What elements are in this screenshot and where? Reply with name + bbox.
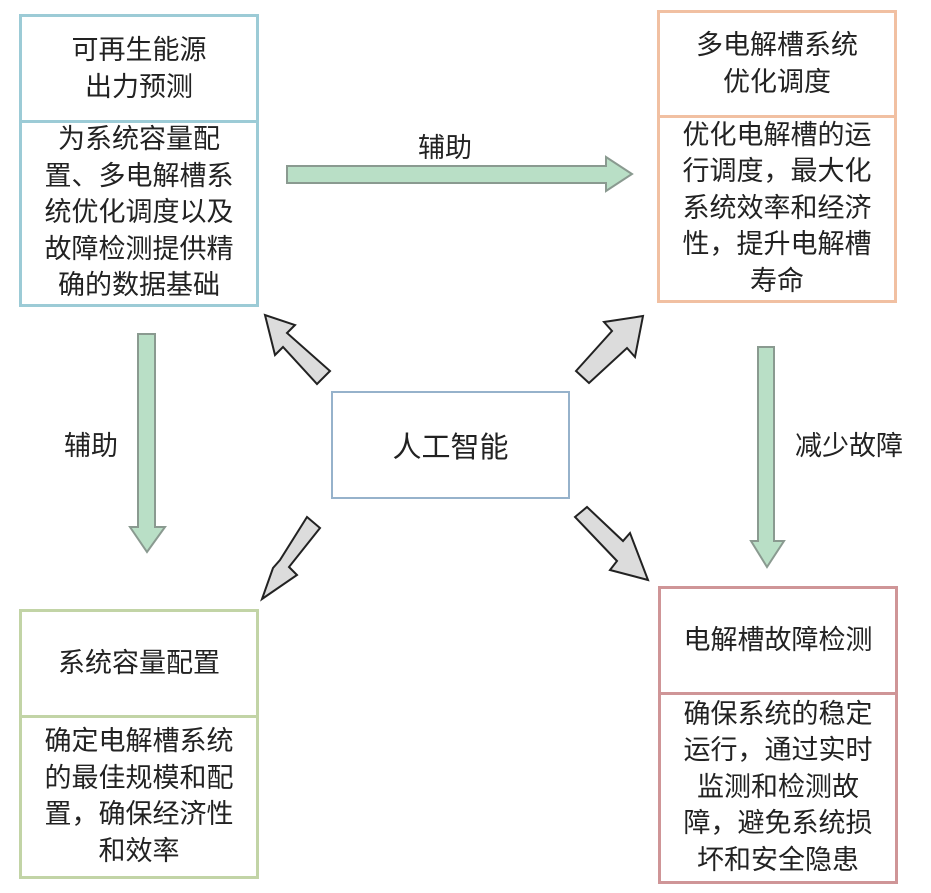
desc-line: 置、多电解槽系 [44, 160, 234, 192]
desc-line: 坏和安全隐患 [697, 844, 859, 876]
desc-line: 统优化调度以及 [44, 197, 234, 229]
node-description: 优化电解槽的运 行调度，最大化 系统效率和经济 性，提升电解槽 寿命 [660, 118, 894, 300]
desc-line: 寿命 [750, 265, 804, 297]
node-description: 确保系统的稳定 运行，通过实时 监测和检测故 障，避免系统损 坏和安全隐患 [661, 695, 895, 881]
arrow-ai-to-fault [573, 505, 650, 582]
node-title: 系统容量配置 [22, 612, 256, 718]
title-line: 优化调度 [723, 67, 831, 98]
node-description: 为系统容量配 置、多电解槽系 统优化调度以及 故障检测提供精 确的数据基础 [22, 123, 256, 304]
arrow-forecast-to-scheduling [286, 155, 634, 193]
desc-line: 置，确保经济性 [44, 799, 234, 830]
title-line: 多电解槽系统 [696, 30, 858, 61]
desc-line: 和效率 [98, 835, 180, 867]
desc-line: 的最佳规模和配 [44, 762, 234, 794]
node-description: 确定电解槽系统 的最佳规模和配 置，确保经济性 和效率 [22, 718, 256, 876]
node-title: 电解槽故障检测 [661, 589, 895, 695]
title-line: 系统容量配置 [58, 648, 220, 679]
node-artificial-intelligence: 人工智能 [331, 391, 570, 499]
node-title: 可再生能源 出力预测 [22, 17, 256, 123]
title-line: 出力预测 [85, 71, 193, 103]
arrow-ai-to-forecast [263, 313, 332, 386]
edge-label-forecast-to-scheduling: 辅助 [418, 133, 472, 164]
desc-line: 行调度，最大化 [682, 156, 872, 188]
center-label: 人工智能 [392, 430, 509, 464]
edge-label-forecast-to-capacity: 辅助 [64, 431, 118, 462]
desc-line: 故障检测提供精 [44, 233, 234, 265]
edge-label-scheduling-to-fault: 减少故障 [795, 431, 903, 462]
desc-line: 监测和检测故 [697, 771, 859, 803]
arrow-scheduling-to-fault [749, 346, 786, 569]
arrow-forecast-to-capacity [128, 333, 167, 554]
desc-line: 系统效率和经济 [682, 192, 872, 224]
arrow-ai-to-capacity [260, 515, 322, 602]
node-multi-electrolyzer-scheduling: 多电解槽系统 优化调度 优化电解槽的运 行调度，最大化 系统效率和经济 性，提升… [657, 10, 897, 303]
desc-line: 确保系统的稳定 [683, 698, 873, 730]
desc-line: 优化电解槽的运 [682, 119, 872, 151]
desc-line: 确定电解槽系统 [44, 726, 234, 757]
arrow-ai-to-scheduling [574, 314, 645, 385]
node-renewable-forecast: 可再生能源 出力预测 为系统容量配 置、多电解槽系 统优化调度以及 故障检测提供… [19, 14, 259, 307]
desc-line: 性，提升电解槽 [682, 229, 872, 261]
title-line: 电解槽故障检测 [683, 625, 873, 656]
title-line: 可再生能源 [71, 34, 207, 66]
desc-line: 确的数据基础 [58, 270, 220, 302]
desc-line: 为系统容量配 [58, 124, 220, 156]
node-title: 多电解槽系统 优化调度 [660, 13, 894, 118]
desc-line: 障，避免系统损 [683, 808, 873, 840]
desc-line: 运行，通过实时 [683, 735, 873, 767]
node-capacity-configuration: 系统容量配置 确定电解槽系统 的最佳规模和配 置，确保经济性 和效率 [19, 609, 259, 879]
node-fault-detection: 电解槽故障检测 确保系统的稳定 运行，通过实时 监测和检测故 障，避免系统损 坏… [658, 586, 898, 884]
